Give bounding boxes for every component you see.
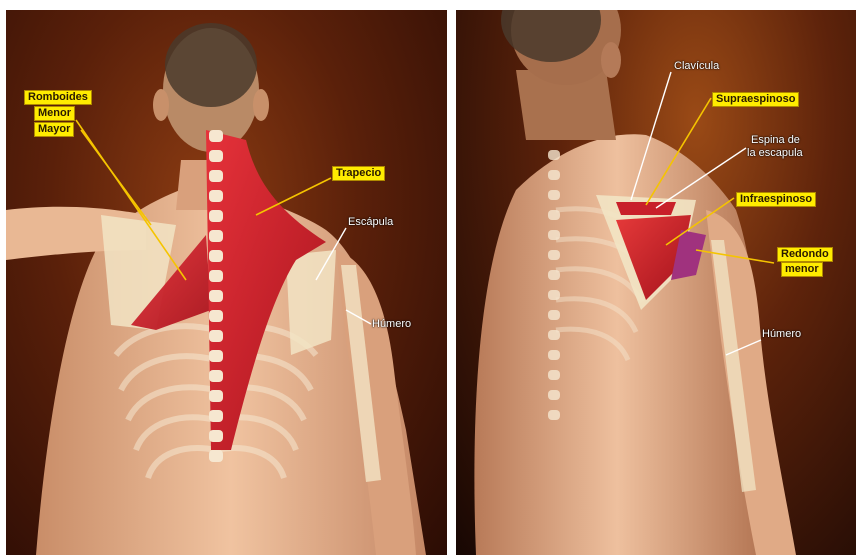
spine — [209, 130, 223, 462]
label-humero-right: Húmero — [762, 328, 801, 341]
ear-right-side — [601, 42, 621, 78]
ear-left — [153, 89, 169, 121]
label-escapula: Escápula — [348, 216, 393, 229]
label-espina-2: la escapula — [747, 147, 803, 160]
hair — [165, 23, 257, 107]
label-infraespinoso: Infraespinoso — [736, 192, 816, 207]
shoulder-anatomy-right-panel: Clavícula Supraespinoso Espina de la esc… — [456, 10, 856, 555]
back-anatomy-left-panel: Romboides Menor Mayor Trapecio Escápula … — [6, 10, 447, 555]
label-supraespinoso: Supraespinoso — [712, 92, 799, 107]
scapula-right — [286, 250, 336, 355]
label-romboides: Romboides — [24, 90, 92, 105]
label-espina-1: Espina de — [751, 134, 800, 147]
label-redondo: Redondo — [777, 247, 833, 262]
label-clavicula: Clavícula — [674, 60, 719, 73]
label-trapecio: Trapecio — [332, 166, 385, 181]
ear-right — [253, 89, 269, 121]
label-mayor: Mayor — [34, 122, 74, 137]
label-humero-left: Húmero — [372, 318, 411, 331]
label-menor: Menor — [34, 106, 75, 121]
label-menor-right: menor — [781, 262, 823, 277]
